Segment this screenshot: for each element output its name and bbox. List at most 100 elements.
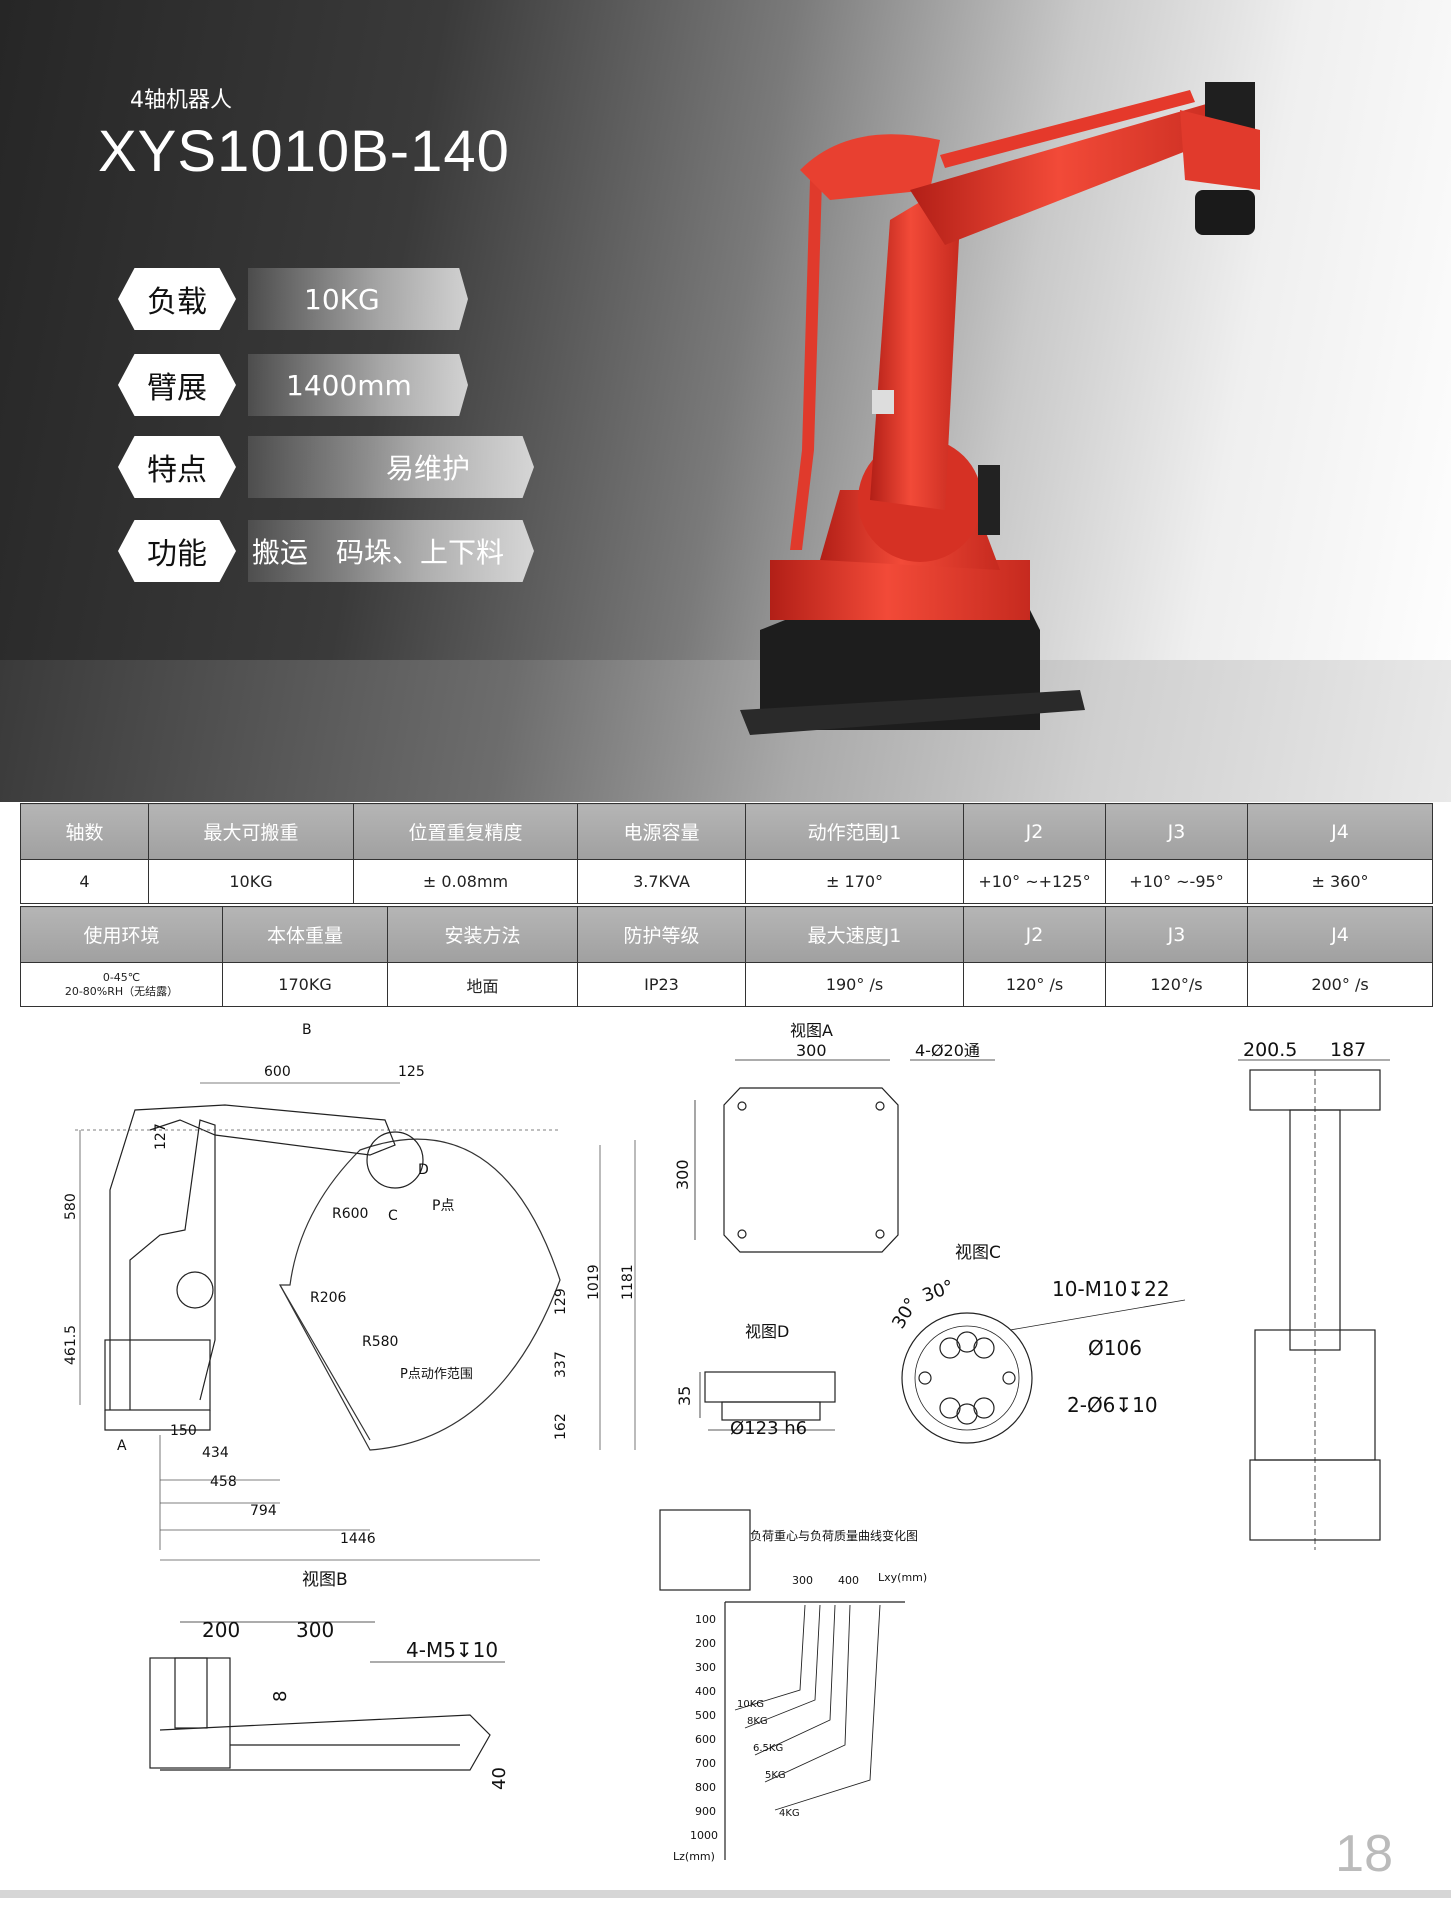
table-cell: ± 170°: [745, 859, 964, 904]
table-cell: 地面: [387, 962, 578, 1007]
table-header: 本体重量: [222, 906, 388, 963]
dim-label: 461.5: [63, 1325, 79, 1365]
spec-key: 功能: [118, 520, 236, 582]
dim-label: D: [418, 1162, 429, 1178]
dim-label: 1181: [620, 1264, 636, 1300]
dim-label: P点动作范围: [400, 1367, 473, 1382]
table-cell: ± 360°: [1247, 859, 1433, 904]
table-cell-environment: 0-45℃ 20-80%RH（无结露）: [20, 962, 223, 1007]
product-subtitle: 4轴机器人: [130, 88, 232, 113]
spec-value: 1400mm: [248, 354, 468, 416]
table-header-row: 轴数 最大可搬重 位置重复精度 电源容量 动作范围J1 J2 J3 J4: [20, 803, 1433, 860]
dim-label: 434: [202, 1445, 229, 1461]
table-header: J4: [1247, 906, 1433, 963]
table-cell: +10° ~+125°: [963, 859, 1106, 904]
load-curve: [774, 1604, 881, 1811]
y-tick-label: 600: [695, 1733, 716, 1746]
y-tick-label: 100: [695, 1613, 716, 1626]
table-cell: ± 0.08mm: [353, 859, 578, 904]
table-cell: +10° ~-95°: [1105, 859, 1248, 904]
table-header: 电源容量: [577, 803, 746, 860]
dim-label: 125: [398, 1064, 425, 1080]
y-tick-label: 700: [695, 1757, 716, 1770]
angle-label: 30°: [888, 1294, 922, 1332]
x-tick-label: 400: [838, 1574, 859, 1587]
dim-label: 200: [202, 1618, 240, 1642]
dim-label: 1019: [586, 1264, 602, 1300]
spec-value: 易维护: [248, 436, 534, 498]
load-curve: [754, 1604, 836, 1756]
dim-label: Ø106: [1088, 1336, 1142, 1360]
table-header: 安装方法: [387, 906, 578, 963]
main-drawing: B 600 125 127 580 D C P点 R600 R206 R580 …: [63, 1022, 636, 1561]
curve-label: 5KG: [765, 1770, 786, 1781]
dim-label: 8: [270, 1691, 291, 1702]
chart-title: 负荷重心与负荷质量曲线变化图: [750, 1528, 918, 1543]
spec-key: 臂展: [118, 354, 236, 416]
table-row: 0-45℃ 20-80%RH（无结露） 170KG 地面 IP23 190° /…: [20, 962, 1433, 1007]
angle-label: 30°: [920, 1276, 957, 1307]
y-tick-label: 800: [695, 1781, 716, 1794]
hero-banner: 4轴机器人 XYS1010B-140 负载 10KG 臂展 1400mm 特点 …: [0, 0, 1451, 802]
curve-label: 6.5KG: [753, 1743, 783, 1754]
dim-label: 162: [553, 1413, 569, 1440]
dim-label: B: [302, 1022, 312, 1038]
table-header: J3: [1105, 803, 1248, 860]
table-header-row: 使用环境 本体重量 安装方法 防护等级 最大速度J1 J2 J3 J4: [20, 906, 1433, 963]
dim-label: 580: [63, 1193, 79, 1220]
y-ticks: 100 200 300 400 500 600 700 800 900 1000: [690, 1613, 718, 1842]
side-view: 200.5 187: [1238, 1039, 1390, 1550]
y-tick-label: 400: [695, 1685, 716, 1698]
table-header: 防护等级: [577, 906, 746, 963]
dim-label: 4-Ø20通: [915, 1041, 980, 1060]
table-cell: 190° /s: [745, 962, 964, 1007]
table-header: J4: [1247, 803, 1433, 860]
curve-label: 8KG: [747, 1716, 768, 1727]
table-row: 4 10KG ± 0.08mm 3.7KVA ± 170° +10° ~+125…: [20, 859, 1433, 904]
dim-label: 187: [1330, 1039, 1366, 1061]
table-header: 轴数: [20, 803, 149, 860]
hero-floor: [0, 660, 1451, 802]
load-curve: [734, 1604, 806, 1711]
spec-key: 特点: [118, 436, 236, 498]
table-header: J3: [1105, 906, 1248, 963]
dim-label: 127: [153, 1123, 169, 1150]
view-title: 视图C: [955, 1243, 1001, 1263]
table-cell: IP23: [577, 962, 746, 1007]
spec-table-2: 使用环境 本体重量 安装方法 防护等级 最大速度J1 J2 J3 J4 0-45…: [20, 906, 1433, 1007]
load-chart: 负荷重心与负荷质量曲线变化图 300 400 Lxy(mm) Lz(mm) 10…: [659, 1509, 927, 1863]
dim-label: 600: [264, 1064, 291, 1080]
env-line: 20-80%RH（无结露）: [64, 984, 179, 998]
dim-label: 129: [553, 1288, 569, 1315]
x-axis-label: Lxy(mm): [878, 1571, 927, 1584]
dim-label: 150: [170, 1423, 197, 1439]
table-header: 位置重复精度: [353, 803, 578, 860]
y-tick-label: 1000: [690, 1829, 718, 1842]
env-line: 0-45℃: [102, 970, 141, 984]
dim-label: C: [388, 1208, 398, 1224]
view-a: 视图A 300 4-Ø20通 300: [673, 1021, 995, 1253]
dim-label: P点: [432, 1198, 454, 1214]
dim-label: 200.5: [1243, 1039, 1297, 1061]
table-header: 动作范围J1: [745, 803, 964, 860]
view-c: 视图C 30° 30° 10-M10↧22 Ø106 2-Ø6↧10: [888, 1243, 1186, 1444]
view-b: 视图B 200 300 8 40 4-M5↧10: [149, 1570, 510, 1790]
y-tick-label: 500: [695, 1709, 716, 1722]
dim-label: 4-M5↧10: [406, 1638, 498, 1662]
table-cell: 10KG: [148, 859, 354, 904]
dim-label: 35: [675, 1386, 694, 1406]
table-header: 最大可搬重: [148, 803, 354, 860]
table-cell: 120°/s: [1105, 962, 1248, 1007]
table-cell: 4: [20, 859, 149, 904]
dim-label: R206: [310, 1290, 347, 1306]
dim-label: 458: [210, 1474, 237, 1490]
dim-label: 300: [796, 1041, 827, 1060]
view-d: 视图D 35 Ø123 h6: [675, 1322, 836, 1439]
technical-drawings: B 600 125 127 580 D C P点 R600 R206 R580 …: [63, 1021, 1390, 1863]
dim-label: A: [117, 1438, 127, 1454]
view-title: 视图A: [790, 1021, 833, 1040]
y-tick-label: 900: [695, 1805, 716, 1818]
table-cell: 120° /s: [963, 962, 1106, 1007]
y-axis-label: Lz(mm): [673, 1850, 715, 1863]
load-curve: [764, 1604, 851, 1783]
